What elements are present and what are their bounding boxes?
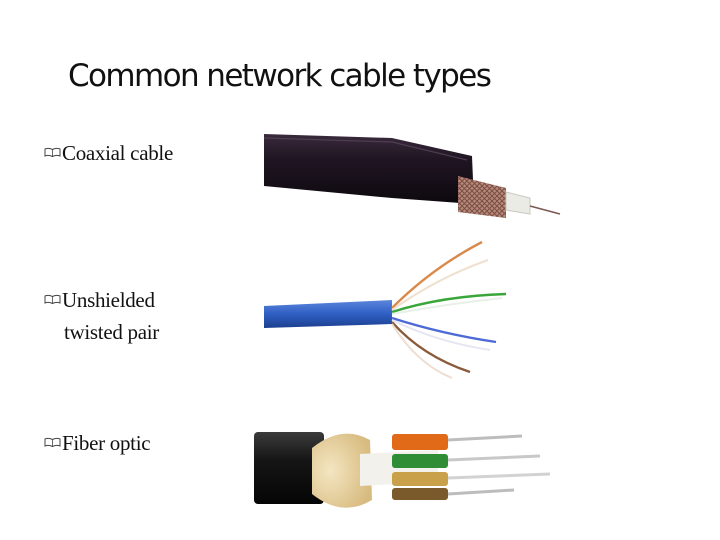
utp-cable-photo: [264, 240, 507, 379]
bullet-fiber: Fiber optic: [44, 427, 151, 459]
bullet-label: Unshielded: [62, 288, 155, 312]
bullet-label: Fiber optic: [62, 431, 151, 455]
bullet-coaxial: Coaxial cable: [44, 137, 173, 169]
open-book-bullet-icon: [44, 147, 61, 157]
slide-title: Common network cable types: [68, 58, 492, 94]
bullet-utp: Unshielded twisted pair: [44, 284, 159, 348]
open-book-bullet-icon: [44, 294, 61, 304]
coaxial-cable-photo: [263, 134, 561, 218]
bullet-label-continuation: twisted pair: [64, 320, 159, 344]
open-book-bullet-icon: [44, 437, 61, 447]
fiber-optic-cable-photo: [254, 432, 551, 508]
bullet-label: Coaxial cable: [62, 141, 173, 165]
